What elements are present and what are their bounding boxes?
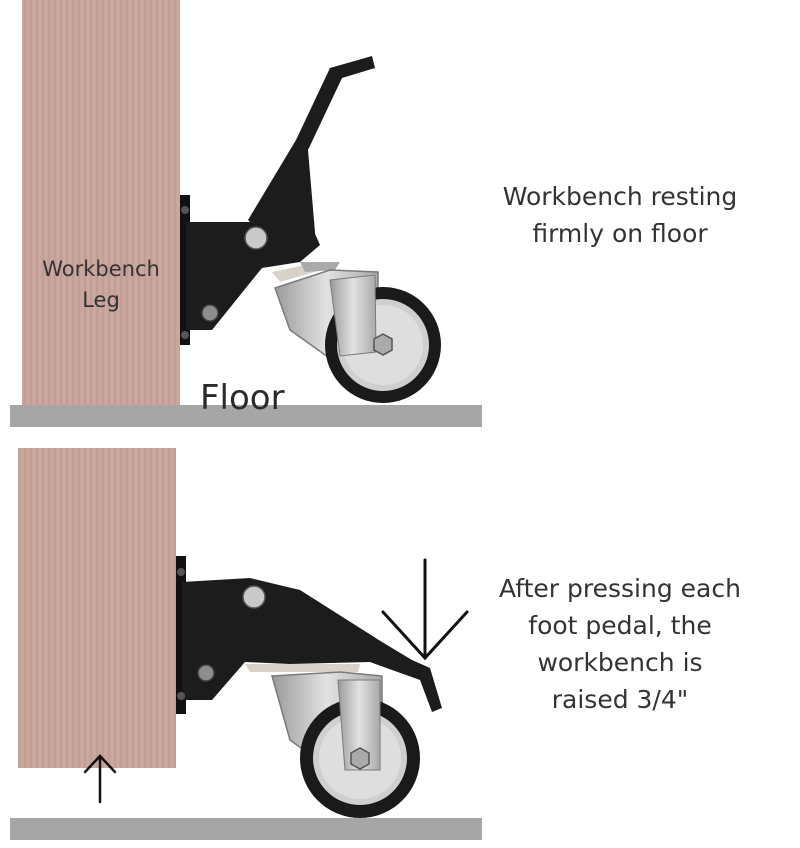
floor-top — [10, 405, 482, 427]
leg-label-line1: Workbench — [42, 257, 160, 281]
caster-bracket-top — [180, 56, 375, 345]
caption-bottom-line1: After pressing each — [499, 574, 741, 603]
caster-bracket-bottom — [176, 556, 442, 714]
down-arrow-icon — [381, 558, 469, 661]
floor-bottom — [10, 818, 482, 840]
caster-wheel-top — [272, 262, 441, 403]
workbench-leg-bottom — [18, 448, 176, 768]
caption-top-line1: Workbench resting — [502, 182, 738, 211]
bolt-icon — [242, 585, 266, 609]
bolt-icon — [201, 304, 219, 322]
bolt-icon — [197, 664, 215, 682]
top-panel — [10, 0, 482, 427]
caption-bottom-line3: workbench is — [537, 648, 703, 677]
bolt-icon — [244, 226, 268, 250]
leg-label-line2: Leg — [82, 288, 120, 312]
caster-wheel-bottom — [245, 664, 420, 818]
caption-top-line2: firmly on floor — [532, 219, 708, 248]
caption-bottom-line2: foot pedal, the — [528, 611, 712, 640]
bottom-panel — [10, 448, 482, 840]
up-arrow-icon — [83, 754, 117, 804]
caption-bottom-line4: raised 3/4" — [551, 685, 689, 714]
floor-label: Floor — [200, 378, 285, 418]
workbench-leg-top — [22, 0, 180, 405]
